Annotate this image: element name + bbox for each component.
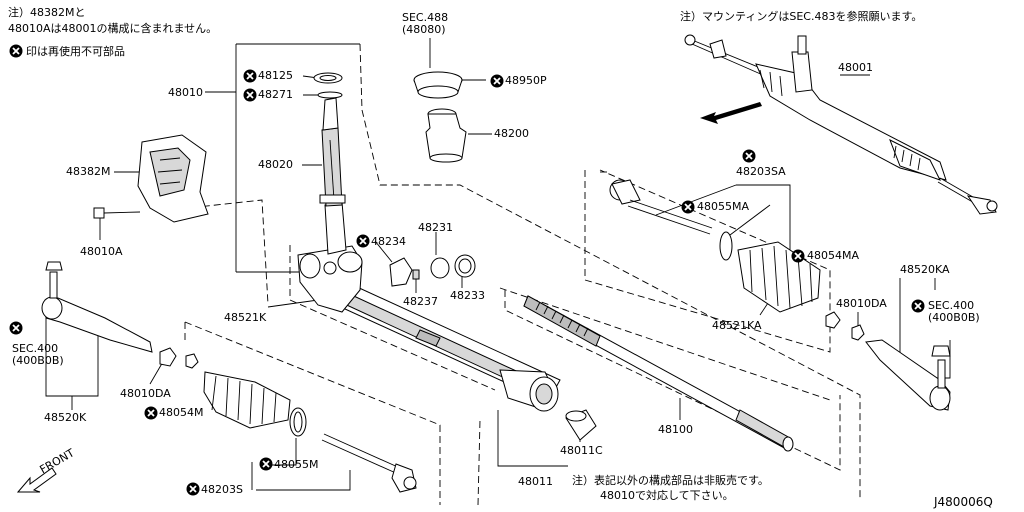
part-label-48010DA-right: 48010DA — [836, 297, 887, 310]
part-label-48520KA: 48520KA — [900, 263, 950, 276]
part-label-48382M: 48382M — [66, 165, 111, 178]
adjuster-parts — [389, 254, 476, 287]
front-arrow-icon — [16, 467, 57, 493]
part-label-sec400-right-code: (400B0B) — [928, 311, 980, 324]
part-label-48020: 48020 — [258, 158, 293, 171]
note-non-sale-2: 48010で対応して下さい。 — [600, 489, 734, 502]
part-label-48203S: 48203S — [201, 483, 243, 496]
part-label-48054M: 48054M — [159, 406, 204, 419]
steering-gear-assembly — [297, 72, 561, 412]
note-not-reusable: 印は再使用不可部品 — [26, 45, 125, 58]
diagram-id: J480006Q — [934, 495, 993, 509]
insulator-48382M — [93, 134, 209, 223]
part-label-48055M: 48055M — [274, 458, 319, 471]
part-label-48125: 48125 — [258, 69, 293, 82]
part-label-48011: 48011 — [518, 475, 553, 488]
bush-48011C — [565, 409, 597, 441]
part-label-48521K: 48521K — [224, 311, 267, 324]
part-label-48100: 48100 — [658, 423, 693, 436]
part-label-48055MA: 48055MA — [697, 200, 750, 213]
note-not-included-2: 48010Aは48001の構成に含まれません。 — [8, 22, 218, 35]
part-label-48001: 48001 — [838, 61, 873, 74]
mount-parts — [413, 71, 467, 163]
part-label-48234: 48234 — [371, 235, 406, 248]
part-label-48950P: 48950P — [505, 74, 547, 87]
part-label-48203SA: 48203SA — [736, 165, 786, 178]
note-non-sale-1: 注）表記以外の構成部品は非販売です。 — [572, 474, 769, 487]
part-label-sec400-right: SEC.400 — [928, 299, 975, 312]
part-label-48010: 48010 — [168, 86, 203, 99]
part-label-48054MA: 48054MA — [807, 249, 860, 262]
part-label-48521KA: 48521KA — [712, 319, 762, 332]
part-label-48010A: 48010A — [80, 245, 123, 258]
part-label-48237: 48237 — [403, 295, 438, 308]
part-label-sec488-code: (48080) — [402, 23, 446, 36]
leader-lines — [45, 38, 951, 491]
part-label-sec400-left-code: (400B0B) — [12, 354, 64, 367]
part-label-48520K: 48520K — [44, 411, 87, 424]
part-label-48233: 48233 — [450, 289, 485, 302]
note-mounting: 注）マウンティングはSEC.483を参照願います。 — [680, 10, 923, 23]
dashed-boundaries — [169, 43, 861, 506]
tie-rod-end-left — [41, 261, 199, 369]
boot-left — [203, 371, 417, 493]
part-label-48011C: 48011C — [560, 444, 603, 457]
part-label-sec488: SEC.488 — [402, 11, 449, 24]
part-label-48231: 48231 — [418, 221, 453, 234]
part-label-48200: 48200 — [494, 127, 529, 140]
part-label-sec400-left: SEC.400 — [12, 342, 59, 355]
part-label-48271: 48271 — [258, 88, 293, 101]
assembly-48001 — [684, 34, 998, 215]
part-label-48010DA-left: 48010DA — [120, 387, 171, 400]
note-not-included-1: 注）48382Mと — [8, 6, 86, 19]
tie-rod-end-right — [865, 339, 951, 411]
rack-48100 — [523, 295, 794, 452]
